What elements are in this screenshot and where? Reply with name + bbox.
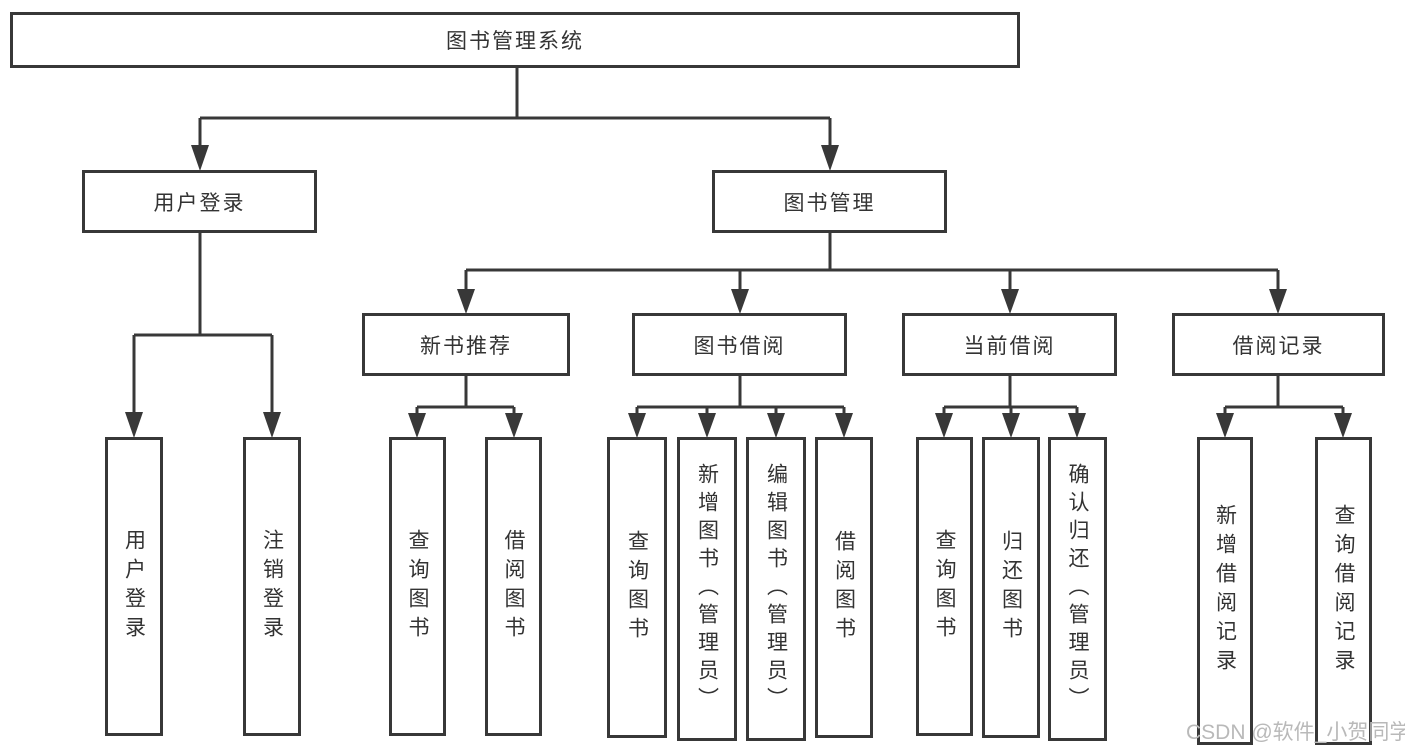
- node-label: 查询借阅记录: [1332, 504, 1355, 678]
- node-label: 查询图书: [933, 528, 956, 645]
- leaf-query-book-recommend: 查询图书: [389, 437, 446, 736]
- leaf-borrow-book: 借阅图书: [815, 437, 873, 738]
- leaf-query-current-book: 查询图书: [916, 437, 973, 736]
- node-label: 新增图书（管理员）: [695, 463, 719, 715]
- node-user-login: 用户登录: [82, 170, 317, 233]
- leaf-add-book-admin: 新增图书（管理员）: [677, 437, 737, 741]
- leaf-edit-book-admin: 编辑图书（管理员）: [746, 437, 806, 741]
- node-label: 确认归还（管理员）: [1066, 463, 1089, 715]
- node-book-borrow: 图书借阅: [632, 313, 847, 376]
- leaf-confirm-return-admin: 确认归还（管理员）: [1048, 437, 1107, 741]
- leaf-user-login: 用户登录: [105, 437, 163, 736]
- node-root-library-system: 图书管理系统: [10, 12, 1020, 68]
- node-label: 图书借阅: [693, 334, 786, 358]
- node-new-book-recommend: 新书推荐: [362, 313, 570, 376]
- node-label: 图书管理: [783, 191, 876, 215]
- node-label: 当前借阅: [963, 334, 1056, 358]
- node-label: 编辑图书（管理员）: [764, 463, 788, 715]
- leaf-borrow-book-recommend: 借阅图书: [485, 437, 542, 736]
- node-label: 用户登录: [153, 191, 246, 215]
- node-label: 图书管理系统: [446, 30, 584, 53]
- node-label: 查询图书: [625, 529, 649, 646]
- csdn-watermark: CSDN @软件_小贺同学: [1186, 721, 1405, 744]
- node-label: 借阅记录: [1232, 334, 1325, 358]
- node-borrow-record: 借阅记录: [1172, 313, 1385, 376]
- node-label: 新增借阅记录: [1213, 504, 1237, 678]
- node-label: 注销登录: [260, 528, 284, 645]
- node-label: 查询图书: [406, 528, 429, 645]
- leaf-query-borrow-record: 查询借阅记录: [1315, 437, 1372, 745]
- leaf-return-book: 归还图书: [982, 437, 1040, 738]
- leaf-query-book: 查询图书: [607, 437, 667, 738]
- node-book-management: 图书管理: [712, 170, 947, 233]
- leaf-logout: 注销登录: [243, 437, 301, 736]
- node-label: 归还图书: [999, 529, 1023, 646]
- leaf-add-borrow-record: 新增借阅记录: [1197, 437, 1253, 745]
- node-label: 用户登录: [122, 528, 146, 645]
- node-label: 借阅图书: [832, 529, 856, 646]
- node-label: 新书推荐: [420, 334, 512, 358]
- node-current-borrow: 当前借阅: [902, 313, 1117, 376]
- node-label: 借阅图书: [502, 528, 525, 645]
